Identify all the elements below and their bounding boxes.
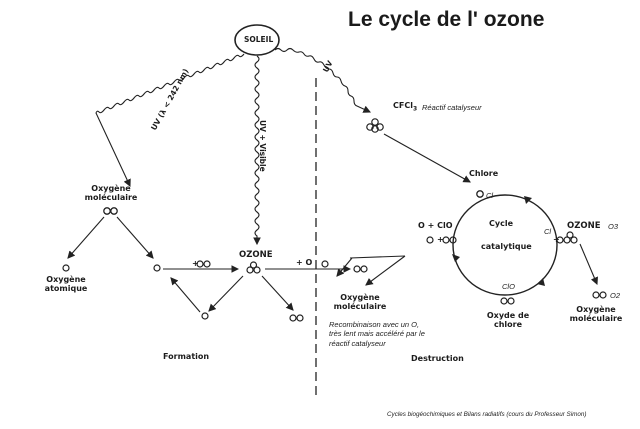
plus-o-label: + O: [296, 258, 313, 267]
uv-ray-middle: [253, 55, 261, 246]
cl-atom-label: Cl: [486, 191, 494, 200]
sun-circle: [234, 24, 280, 56]
o3-label: O3: [608, 222, 619, 231]
cycle-right-plus: +: [553, 235, 560, 244]
cycle-ozone-label: OZONE: [567, 221, 601, 231]
catalytic-label: catalytique: [481, 242, 532, 251]
clo-label: ClO: [502, 282, 515, 291]
sun-label: SOLEIL: [244, 35, 274, 44]
cycle-left-plus: +: [437, 235, 444, 244]
uv-middle-label: UV + Visible: [258, 120, 267, 172]
plus-o2-sign: +: [192, 259, 199, 268]
o-plus-clo-label: O + ClO: [418, 221, 453, 230]
cl-right-label: Cl: [544, 227, 552, 236]
cfc-label: CFCl3: [393, 101, 418, 113]
recombination-note: Recombinaison avec un O, très lent mais …: [329, 320, 425, 348]
catalytic-cycle-ring: [452, 194, 558, 296]
o2-label: O2: [610, 291, 621, 300]
uv-ray-left: [95, 53, 245, 187]
footer-credit: Cycles biogéochimiques et Bilans radiati…: [387, 411, 587, 418]
ozone-label: OZONE: [239, 250, 273, 260]
uv-ray-right: [274, 47, 371, 113]
destruction-label: Destruction: [411, 354, 464, 363]
cycle-label: Cycle: [489, 219, 513, 228]
blank-bar: [68, 44, 233, 62]
cfc-note: Réactif catalyseur: [422, 103, 482, 112]
page-title: Le cycle de l' ozone: [348, 8, 545, 31]
formation-label: Formation: [163, 352, 210, 361]
chlorine-label: Chlore: [469, 169, 499, 178]
